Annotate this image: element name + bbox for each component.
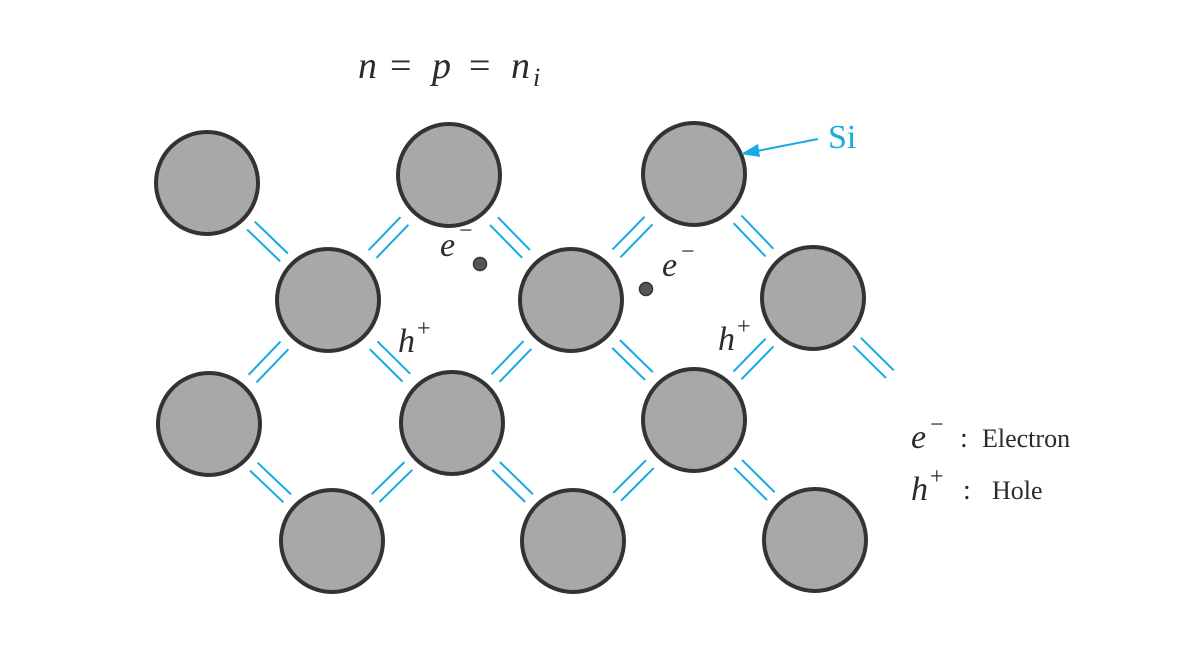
electron-label: e −	[662, 239, 695, 284]
legend-electron: e − : Electron	[911, 412, 1070, 456]
legend-electron-text: Electron	[982, 424, 1070, 453]
silicon-atom	[156, 371, 262, 477]
free-electrons	[472, 256, 654, 297]
covalent-bonds	[246, 214, 895, 504]
covalent-bond-line	[246, 228, 281, 263]
equation-n: n	[358, 45, 377, 87]
covalent-bond-line	[619, 339, 654, 373]
covalent-bond-line	[376, 340, 411, 375]
covalent-bond-line	[378, 469, 414, 503]
covalent-bond-line	[611, 347, 646, 381]
silicon-atom	[518, 247, 624, 353]
covalent-bond-line	[499, 461, 534, 495]
hole-label: h +	[718, 314, 751, 358]
electron-label-symbol: e	[440, 227, 455, 264]
covalent-bond-line	[489, 224, 523, 259]
legend-electron-sup: −	[930, 412, 944, 438]
hole-label: h +	[398, 316, 431, 360]
intrinsic-equation: n = p = n i	[358, 45, 540, 92]
covalent-bond-line	[860, 337, 895, 372]
equation-equals-1: =	[390, 45, 411, 87]
covalent-bond-line	[620, 467, 655, 502]
silicon-atom	[275, 247, 381, 353]
silicon-atom	[641, 367, 747, 473]
hole-label-symbol: h	[398, 323, 415, 360]
si-callout: Si	[741, 119, 856, 157]
covalent-bond-line	[740, 214, 775, 250]
silicon-atom	[760, 245, 866, 351]
covalent-bond-line	[732, 338, 767, 373]
callout-si-label: Si	[828, 119, 856, 156]
covalent-bond-line	[375, 224, 410, 259]
silicon-atom	[154, 130, 260, 236]
covalent-bond-line	[369, 348, 404, 383]
legend-electron-symbol: e	[911, 419, 926, 456]
covalent-bond-line	[255, 348, 290, 384]
electron-label-symbol: e	[662, 247, 677, 284]
callout-arrow-line	[751, 138, 819, 153]
silicon-atom	[399, 370, 505, 476]
silicon-atom	[279, 488, 385, 594]
hole-label-sup: +	[417, 316, 431, 342]
legend-hole-sep: :	[963, 475, 971, 506]
equation-equals-2: =	[469, 45, 490, 87]
electron-label-sup: −	[459, 218, 473, 244]
covalent-bond-line	[497, 216, 531, 251]
callout-arrowhead-icon	[741, 144, 760, 157]
silicon-atom	[762, 487, 868, 593]
hole-label-sup: +	[737, 314, 751, 340]
covalent-bond-line	[732, 222, 767, 258]
covalent-bond-line	[256, 461, 292, 496]
equation-n-i: n	[511, 45, 530, 87]
covalent-bond-line	[741, 459, 776, 494]
silicon-atom	[520, 488, 626, 594]
equation-p: p	[429, 45, 451, 87]
covalent-bond-line	[254, 220, 289, 255]
covalent-bond-line	[740, 345, 775, 380]
legend: e − : Electron h + : Hole	[911, 412, 1070, 508]
covalent-bond-line	[491, 469, 526, 503]
silicon-atoms	[154, 121, 868, 594]
electron-label-sup: −	[681, 239, 695, 265]
silicon-atom	[396, 122, 502, 228]
silicon-atom	[641, 121, 747, 227]
legend-electron-sep: :	[960, 423, 968, 454]
covalent-bond-line	[370, 461, 406, 495]
equation-subscript-i: i	[533, 63, 540, 92]
free-electron-dot	[472, 256, 488, 272]
electron-label: e −	[440, 218, 473, 264]
covalent-bond-line	[733, 466, 768, 501]
covalent-bond-line	[367, 216, 402, 251]
legend-hole-text: Hole	[992, 476, 1043, 505]
legend-hole-symbol: h	[911, 471, 928, 508]
covalent-bond-line	[619, 223, 654, 258]
covalent-bond-line	[490, 340, 525, 375]
covalent-bond-line	[611, 216, 646, 251]
covalent-bond-line	[498, 348, 533, 383]
free-electron-dot	[638, 281, 654, 297]
legend-hole-sup: +	[930, 464, 944, 490]
covalent-bond-line	[852, 344, 887, 379]
hole-label-symbol: h	[718, 321, 735, 358]
covalent-bond-line	[247, 340, 282, 376]
legend-hole: h + : Hole	[911, 464, 1043, 508]
covalent-bond-line	[249, 469, 285, 504]
covalent-bond-line	[612, 459, 647, 494]
